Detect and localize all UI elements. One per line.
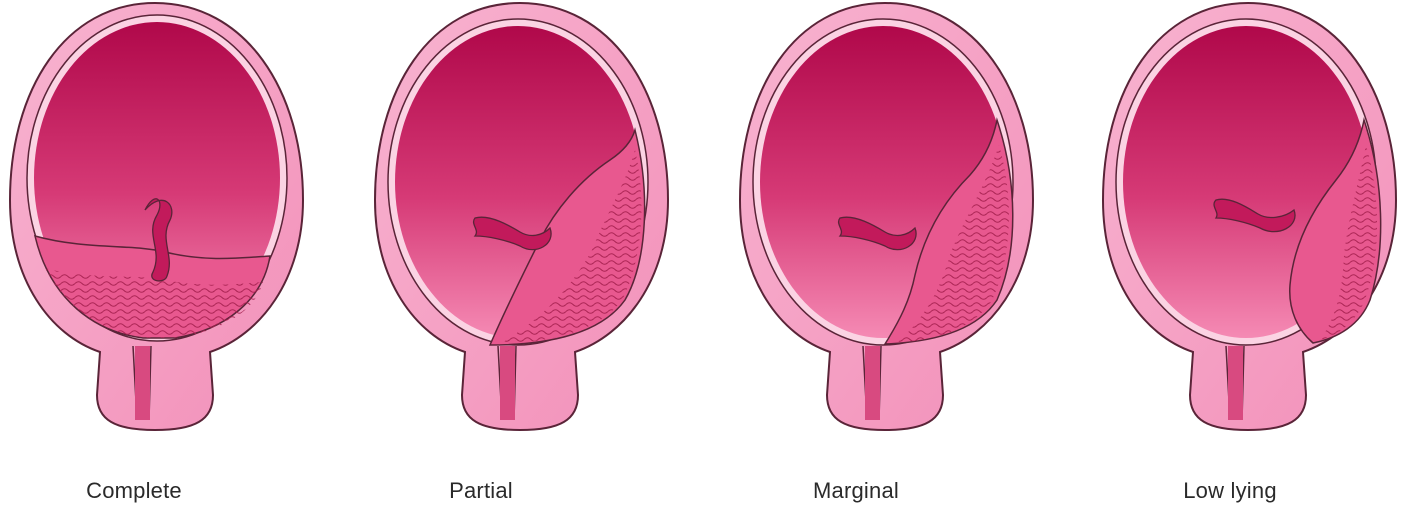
diagram-marginal [740,3,1033,430]
cervix [865,346,880,420]
caption-partial: Partial [371,478,591,504]
cervix [500,346,515,420]
cervix [135,346,150,420]
diagram-partial [375,3,668,430]
cervix [1228,346,1243,420]
diagram-complete [10,3,303,430]
caption-complete: Complete [24,478,244,504]
caption-low-lying: Low lying [1120,478,1340,504]
diagram-low-lying [1103,3,1396,430]
caption-marginal: Marginal [746,478,966,504]
